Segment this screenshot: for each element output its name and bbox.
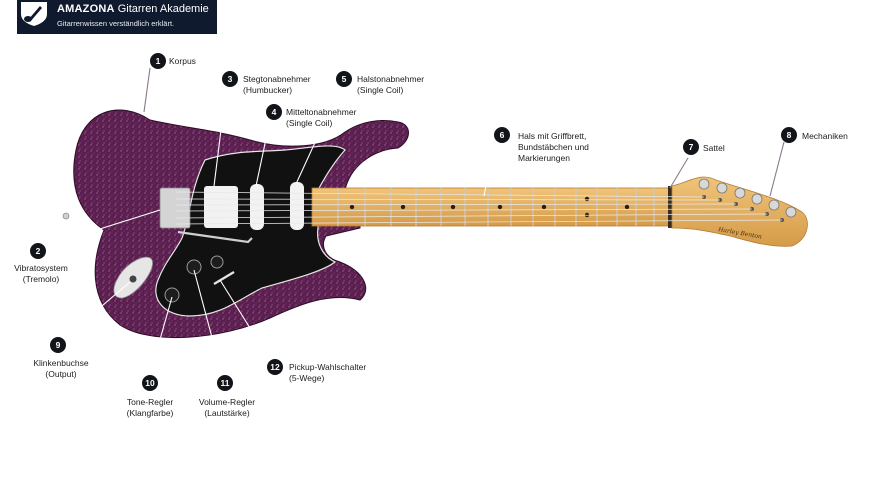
brand-tagline: Gitarrenwissen verständlich erklärt. xyxy=(57,19,175,28)
part-label-7: Sattel xyxy=(703,143,725,154)
part-badge-10: 10 xyxy=(142,375,158,391)
part-badge-5: 5 xyxy=(336,71,352,87)
part-label-2-line2: (Tremolo) xyxy=(22,274,60,284)
part-label-4-line2: (Single Coil) xyxy=(286,118,333,128)
part-label-8-line1: Mechaniken xyxy=(802,131,848,141)
part-label-9-line1: Klinkenbuchse xyxy=(33,358,89,368)
part-label-2-line1: Vibratosystem xyxy=(14,263,68,273)
part-label-4: Mitteltonabnehmer (Single Coil) xyxy=(286,107,356,129)
part-label-9-line2: (Output) xyxy=(45,369,77,379)
tremolo-bridge xyxy=(159,187,191,229)
part-label-3-line2: (Humbucker) xyxy=(243,85,293,95)
headstock xyxy=(671,176,808,247)
part-label-5-line1: Halstonabnehmer xyxy=(357,74,425,84)
strap-button xyxy=(62,212,70,220)
brand-name: AMAZONA Gitarren Akademie xyxy=(57,3,209,15)
part-label-3-line1: Stegtonabnehmer xyxy=(243,74,311,84)
tuner-pegs xyxy=(698,178,797,218)
part-label-1: Korpus xyxy=(169,56,196,67)
part-label-6: Hals mit Griffbrett, Bundstäbchen und Ma… xyxy=(518,131,589,164)
part-label-5: Halstonabnehmer (Single Coil) xyxy=(357,74,424,96)
part-badge-9: 9 xyxy=(50,337,66,353)
part-badge-11: 11 xyxy=(217,375,233,391)
guitar-neck xyxy=(311,187,673,227)
part-badge-2: 2 xyxy=(30,243,46,259)
part-label-9: Klinkenbuchse (Output) xyxy=(28,358,94,380)
part-label-7-line1: Sattel xyxy=(703,143,725,153)
part-label-6-line2: Bundstäbchen und xyxy=(518,142,589,152)
part-label-11: Volume-Regler (Lautstärke) xyxy=(191,397,263,419)
part-label-10: Tone-Regler (Klangfarbe) xyxy=(116,397,184,419)
part-label-8: Mechaniken xyxy=(802,131,848,142)
brand-title: Gitarren Akademie xyxy=(117,3,209,15)
part-label-4-line1: Mitteltonabnehmer xyxy=(286,107,357,117)
part-label-6-line3: Markierungen xyxy=(518,153,570,163)
part-label-5-line2: (Single Coil) xyxy=(357,85,404,95)
part-badge-1: 1 xyxy=(150,53,166,69)
leader-lines xyxy=(45,67,785,376)
tremolo-arm xyxy=(177,230,253,244)
part-badge-8: 8 xyxy=(781,127,797,143)
control-knobs xyxy=(164,255,224,303)
middle-single-coil xyxy=(250,184,264,230)
part-label-6-line1: Hals mit Griffbrett, xyxy=(518,131,587,141)
nut xyxy=(668,186,672,228)
selector-switch xyxy=(213,270,235,286)
part-badge-3: 3 xyxy=(222,71,238,87)
part-label-3: Stegtonabnehmer (Humbucker) xyxy=(243,74,311,96)
output-jack-hole xyxy=(129,275,137,283)
part-label-12: Pickup-Wahlschalter (5-Wege) xyxy=(289,362,366,384)
brand-wordmark: AMAZONA xyxy=(57,3,115,15)
part-label-1-line1: Korpus xyxy=(169,56,196,66)
part-label-10-line2: (Klangfarbe) xyxy=(126,408,174,418)
part-badge-6: 6 xyxy=(494,127,510,143)
neck-single-coil xyxy=(290,182,304,230)
brand-header: AMAZONA Gitarren Akademie Gitarrenwissen… xyxy=(17,0,217,34)
part-label-10-line1: Tone-Regler xyxy=(126,397,174,407)
part-label-2: Vibratosystem (Tremolo) xyxy=(10,263,72,285)
guitar-logo-icon xyxy=(21,2,47,26)
part-badge-4: 4 xyxy=(266,104,282,120)
part-label-11-line1: Volume-Regler xyxy=(198,397,256,407)
part-badge-12: 12 xyxy=(267,359,283,375)
part-badge-7: 7 xyxy=(683,139,699,155)
part-label-12-line1: Pickup-Wahlschalter xyxy=(289,362,367,372)
strings xyxy=(175,191,783,225)
part-label-12-line2: (5-Wege) xyxy=(289,373,325,383)
part-label-11-line2: (Lautstärke) xyxy=(204,408,250,418)
